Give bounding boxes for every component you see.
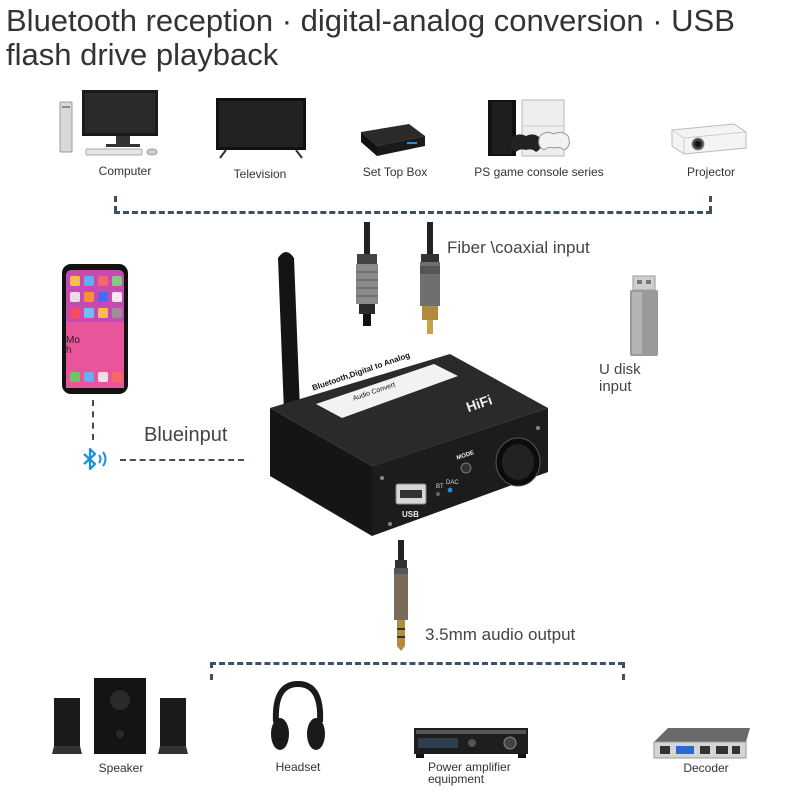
phone-icon bbox=[62, 264, 128, 394]
coaxial-cable-icon bbox=[420, 222, 440, 334]
output-device-label-headset: Headset bbox=[275, 760, 321, 774]
output-device-label-speaker: Speaker bbox=[98, 761, 144, 775]
output-device-label-amplifier: Power amplifier equipment bbox=[428, 760, 511, 786]
u-disk-input-label: U disk input bbox=[599, 361, 641, 395]
phone-screen-text: Mo h bbox=[66, 335, 80, 356]
bottom-bracket-right bbox=[622, 662, 625, 680]
device-dac-label: DAC bbox=[446, 480, 459, 486]
dac-converter-device bbox=[270, 252, 548, 536]
bluetooth-icon bbox=[83, 447, 107, 471]
speaker-icon bbox=[52, 678, 188, 754]
device-bt-label: BT bbox=[436, 484, 444, 490]
input-device-label-computer: Computer bbox=[98, 164, 152, 178]
bottom-bracket-left bbox=[210, 662, 213, 680]
input-device-label-game-console: PS game console series bbox=[474, 165, 604, 179]
device-usb-label: USB bbox=[402, 510, 419, 519]
fiber-coaxial-input-label: Fiber \coaxial input bbox=[447, 238, 590, 257]
audio-jack-cable-icon bbox=[394, 540, 408, 651]
set-top-box-icon bbox=[361, 124, 425, 156]
computer-icon bbox=[59, 90, 158, 156]
game-console-icon bbox=[488, 99, 570, 157]
optical-cable-icon bbox=[356, 222, 378, 326]
top-bracket-left bbox=[114, 196, 117, 212]
top-bracket-line bbox=[114, 211, 712, 214]
headset-icon bbox=[271, 680, 325, 750]
bottom-bracket-line bbox=[210, 662, 624, 665]
blue-input-label: Blueinput bbox=[144, 424, 228, 446]
projector-icon bbox=[671, 123, 747, 155]
bluetooth-connector-line bbox=[120, 459, 244, 461]
audio-output-label: 3.5mm audio output bbox=[425, 625, 576, 644]
input-device-label-set-top-box: Set Top Box bbox=[362, 165, 428, 179]
top-bracket-right bbox=[709, 196, 712, 212]
input-device-label-projector: Projector bbox=[686, 165, 736, 179]
amplifier-icon bbox=[414, 728, 528, 758]
decoder-icon bbox=[653, 728, 750, 759]
phone-connector-line bbox=[92, 400, 94, 440]
television-icon bbox=[216, 98, 306, 159]
output-device-label-decoder: Decoder bbox=[683, 761, 729, 775]
input-device-label-television: Television bbox=[233, 167, 287, 181]
usb-flash-drive-icon bbox=[630, 275, 658, 356]
page-title: Bluetooth reception · digital-analog con… bbox=[6, 3, 735, 72]
